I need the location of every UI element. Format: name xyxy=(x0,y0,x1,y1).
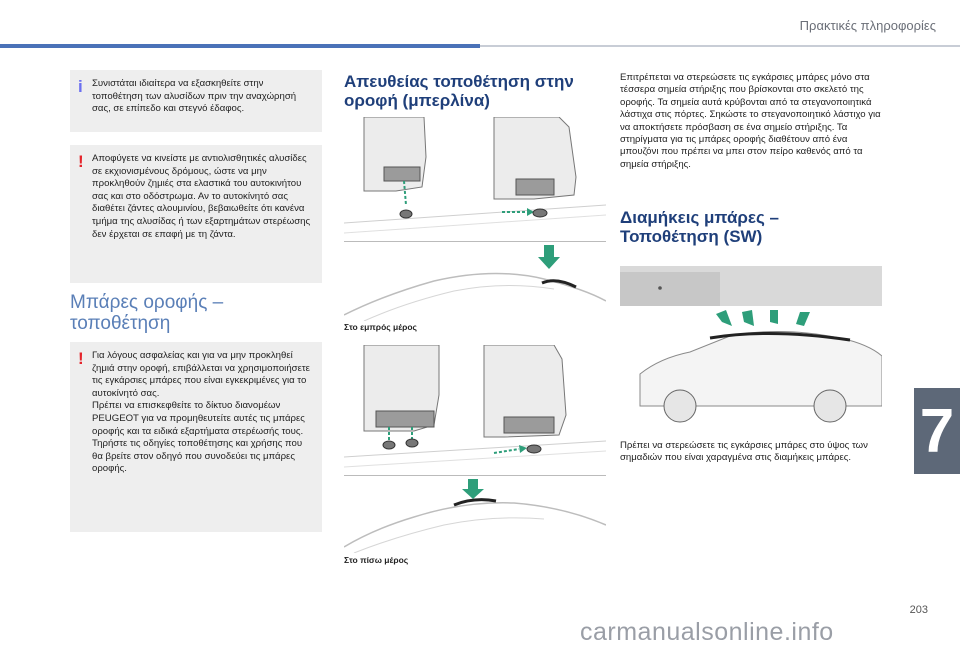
figure-divider xyxy=(344,241,606,242)
sw-car-illustration xyxy=(620,266,882,423)
front-position-figure xyxy=(344,243,606,321)
info-note-text: Συνιστάται ιδιαίτερα να εξασκηθείτε στην… xyxy=(92,78,297,115)
page-number: 203 xyxy=(909,604,928,616)
rear-mount-detail-illustration xyxy=(344,345,606,468)
chapter-tab: 7 xyxy=(914,388,960,474)
front-caption: Στο εμπρός μέρος xyxy=(344,322,417,332)
sw-roof-rails-figure xyxy=(620,266,882,431)
figure-divider xyxy=(344,475,606,476)
safety-note-line-3: Τηρήστε τις οδηγίες τοποθέτησης και χρήσ… xyxy=(92,438,303,475)
sedan-rear-illustration xyxy=(344,479,606,553)
sedan-front-illustration xyxy=(344,245,606,321)
safety-note-line-2: Πρέπει να επισκεφθείτε το δίκτυο διανομέ… xyxy=(92,400,305,437)
header-divider xyxy=(480,45,960,47)
support-points-text: Επιτρέπεται να στερεώσετε τις εγκάρσιες … xyxy=(620,72,881,170)
direct-mount-title: Απευθείας τοποθέτηση στην οροφή (μπερλίν… xyxy=(344,72,574,110)
roof-bars-title: Μπάρες οροφής – τοποθέτηση xyxy=(70,292,224,334)
warning-note: ! Αποφύγετε να κινείστε με αντιολισθητικ… xyxy=(70,145,322,283)
rear-mount-detail-figure xyxy=(344,345,606,475)
warning-icon: ! xyxy=(78,349,84,368)
safety-note-line-1: Για λόγους ασφαλείας και για να μην προκ… xyxy=(92,350,310,399)
info-icon: i xyxy=(78,77,83,96)
front-mount-detail-figure xyxy=(344,117,606,241)
safety-note: ! Για λόγους ασφαλείας και για να μην πρ… xyxy=(70,342,322,532)
watermark: carmanualsonline.info xyxy=(580,618,834,646)
chapter-header-title: Πρακτικές πληροφορίες xyxy=(799,18,936,33)
header-accent-bar xyxy=(0,44,480,48)
rear-caption: Στο πίσω μέρος xyxy=(344,555,409,565)
longitudinal-bars-title: Διαμήκεις μπάρες – Τοποθέτηση (SW) xyxy=(620,208,780,246)
front-mount-detail-illustration xyxy=(344,117,606,234)
warning-note-text: Αποφύγετε να κινείστε με αντιολισθητικές… xyxy=(92,153,311,240)
warning-icon: ! xyxy=(78,152,84,171)
marks-instruction-text: Πρέπει να στερεώσετε τις εγκάρσιες μπάρε… xyxy=(620,440,868,464)
info-note: i Συνιστάται ιδιαίτερα να εξασκηθείτε στ… xyxy=(70,70,322,132)
rear-position-figure xyxy=(344,477,606,553)
